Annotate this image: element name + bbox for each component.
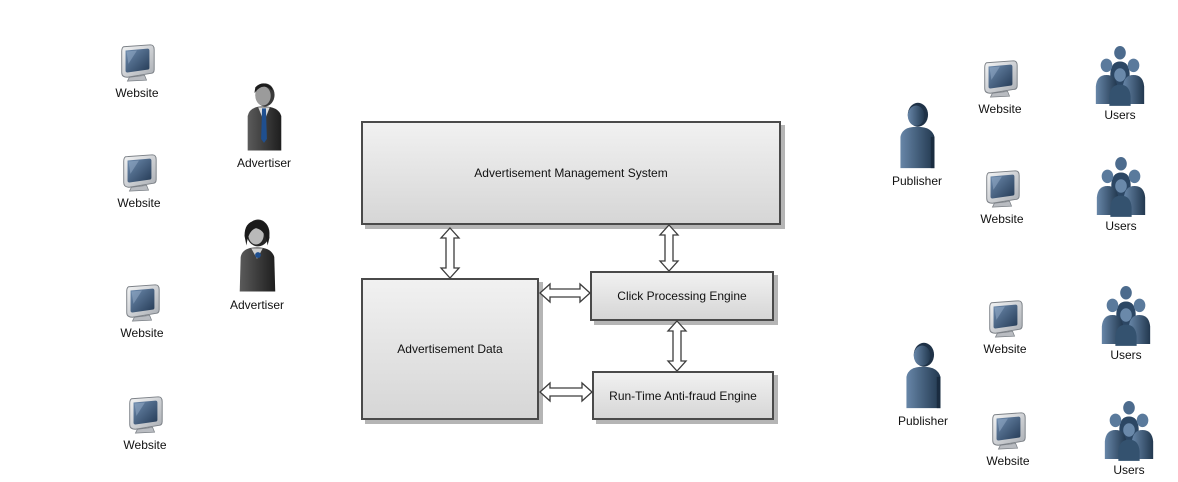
arrow-ams-data (439, 227, 461, 279)
users-group-2: Users (1081, 155, 1161, 233)
arrow-data-fraud (539, 381, 593, 403)
arrow-click-fraud (666, 320, 688, 372)
users-label: Users (1113, 463, 1145, 477)
advertiser-label: Advertiser (236, 156, 292, 170)
user-group-icon (1097, 284, 1155, 346)
users-group-4: Users (1089, 399, 1169, 477)
website-label: Website (115, 86, 159, 100)
website-label: Website (123, 438, 167, 452)
website-label: Website (980, 212, 1024, 226)
user-group-icon (1100, 399, 1158, 461)
ams-label: Advertisement Management System (474, 166, 668, 180)
website-label: Website (986, 454, 1030, 468)
left-website-4: Website (105, 392, 185, 452)
right-website-2: Website (962, 166, 1042, 226)
monitor-icon (984, 296, 1026, 340)
monitor-icon (987, 408, 1029, 452)
anti-fraud-engine-box: Run-Time Anti-fraud Engine (592, 371, 774, 420)
left-website-3: Website (102, 280, 182, 340)
advertisement-data-box: Advertisement Data (361, 278, 539, 420)
anti-fraud-label: Run-Time Anti-fraud Engine (609, 388, 757, 403)
publisher-2: Publisher (883, 338, 963, 428)
click-processing-engine-box: Click Processing Engine (590, 271, 774, 321)
advertiser-1: Advertiser (224, 78, 304, 170)
users-label: Users (1104, 108, 1136, 122)
monitor-icon (981, 166, 1023, 210)
users-label: Users (1110, 348, 1142, 362)
website-label: Website (978, 102, 1022, 116)
publisher-1: Publisher (877, 98, 957, 188)
publisher-label: Publisher (897, 414, 949, 428)
user-group-icon (1091, 44, 1149, 106)
right-website-4: Website (968, 408, 1048, 468)
users-group-1: Users (1080, 44, 1160, 122)
advertisement-data-label: Advertisement Data (397, 342, 503, 356)
arrow-data-click (539, 282, 591, 304)
arrow-ams-click (658, 224, 680, 272)
left-website-1: Website (97, 40, 177, 100)
advertisement-management-system-box: Advertisement Management System (361, 121, 781, 225)
website-label: Website (120, 326, 164, 340)
advertiser-label: Advertiser (229, 298, 285, 312)
monitor-icon (979, 56, 1021, 100)
left-website-2: Website (99, 150, 179, 210)
user-group-icon (1092, 155, 1150, 217)
users-group-3: Users (1086, 284, 1166, 362)
advertiser-2: Advertiser (217, 216, 297, 312)
publisher-label: Publisher (891, 174, 943, 188)
right-website-3: Website (965, 296, 1045, 356)
click-processing-label: Click Processing Engine (617, 289, 747, 303)
website-label: Website (117, 196, 161, 210)
website-label: Website (983, 342, 1027, 356)
users-label: Users (1105, 219, 1137, 233)
person-icon (894, 98, 940, 172)
right-website-1: Website (960, 56, 1040, 116)
person-icon (900, 338, 946, 412)
